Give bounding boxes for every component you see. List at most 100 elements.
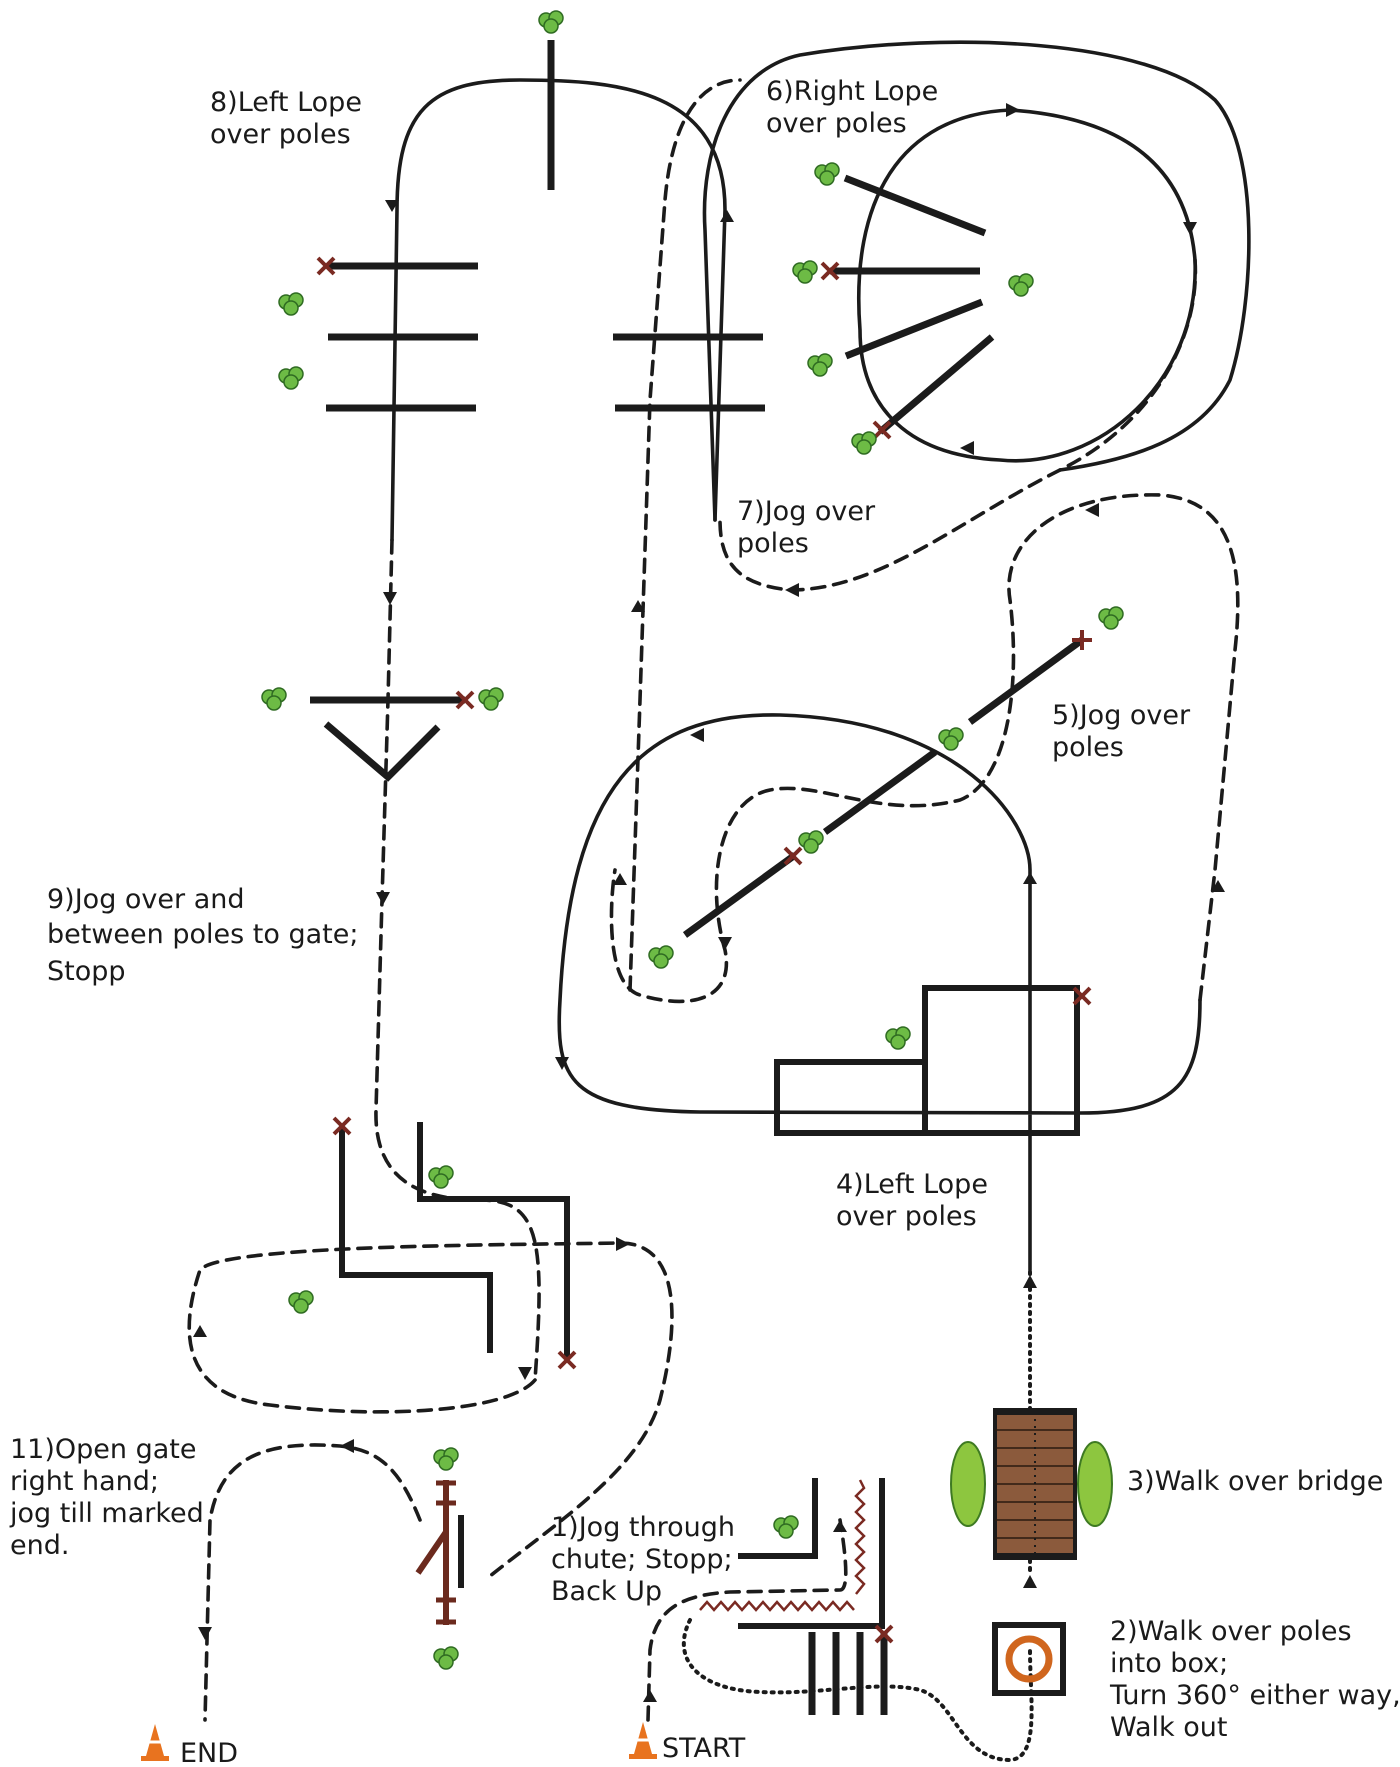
label-step11: 11)Open gate right hand; jog till marked… — [9, 1434, 212, 1561]
course-obstacles — [310, 40, 1113, 1715]
x-marker-icon — [872, 420, 892, 440]
arrow-left — [340, 1439, 354, 1453]
arrow-down — [718, 937, 732, 950]
arrow-down — [376, 892, 390, 905]
label-step9: 9)Jog over and between poles to gate; St… — [47, 884, 367, 987]
bush-icon — [814, 162, 840, 186]
bush-icon — [1008, 273, 1034, 297]
path-gate-loop — [187, 1241, 674, 1582]
chute-wall — [738, 1478, 818, 1559]
label-step1: 1)Jog through chute; Stopp; Back Up — [551, 1512, 744, 1607]
path-left-lope-mid — [557, 713, 1202, 1272]
bridge — [993, 1408, 1077, 1560]
arrow-up — [720, 210, 734, 222]
label-step5: 5)Jog over poles — [1052, 700, 1199, 763]
pole-end-markers — [316, 256, 1092, 1644]
arrow-up — [1023, 1275, 1037, 1288]
bush-icon — [278, 366, 304, 390]
label-step8: 8)Left Lope over poles — [210, 87, 371, 150]
bush-icon — [261, 687, 287, 711]
bush-icon — [428, 1165, 454, 1189]
path-jog-center — [628, 78, 742, 992]
label-start: START — [662, 1733, 746, 1764]
chute-wall — [339, 1128, 493, 1353]
path-right-lope-circle — [857, 108, 1197, 463]
arrow-down — [198, 1627, 212, 1640]
turn-box — [992, 1622, 1066, 1696]
arrow-down — [555, 1057, 569, 1070]
arrow-left — [690, 728, 704, 742]
arrow-up — [193, 1325, 207, 1337]
arrow-up — [833, 1520, 847, 1532]
bush-icon — [278, 292, 304, 316]
x-marker-icon — [455, 690, 475, 710]
course-labels: 8)Left Lope over poles 6)Right Lope over… — [9, 76, 1400, 1767]
box-small — [774, 1059, 928, 1136]
pole — [843, 174, 987, 237]
bush-icon — [792, 260, 818, 284]
arrow-down — [383, 592, 397, 605]
chute-wall — [417, 1122, 570, 1358]
arrow-up — [1211, 880, 1225, 892]
arrow-down — [518, 1367, 532, 1380]
label-step3: 3)Walk over bridge — [1127, 1466, 1383, 1497]
path-gate-exit — [203, 1443, 422, 1722]
bush-icon — [885, 1026, 911, 1050]
traffic-cone-icon — [146, 1724, 164, 1756]
pole — [822, 749, 938, 835]
bush-icon — [478, 687, 504, 711]
arrow-up — [1023, 1575, 1037, 1588]
gate — [415, 1480, 464, 1625]
turn-ring — [1005, 1635, 1053, 1683]
arrow-right — [1006, 103, 1020, 117]
label-end: END — [180, 1738, 238, 1767]
path-jog-right-loop — [609, 493, 1240, 1004]
bush-icon — [851, 431, 877, 455]
x-marker-icon — [1072, 630, 1092, 650]
arrow-left — [1085, 503, 1099, 517]
bushes — [261, 10, 1124, 1670]
bush-icon — [538, 10, 564, 34]
path-right-lope-outer — [702, 40, 1251, 522]
x-marker-icon — [874, 1624, 894, 1644]
arrow-left — [785, 583, 799, 597]
start-cone — [629, 1722, 657, 1759]
bush-icon — [433, 1646, 459, 1670]
bush-icon — [1098, 606, 1124, 630]
label-step7: 7)Jog over poles — [737, 496, 884, 559]
arrow-up — [613, 873, 627, 885]
x-marker-icon — [557, 1350, 577, 1370]
x-marker-icon — [1072, 986, 1092, 1006]
pole — [877, 334, 995, 435]
bush-icon — [807, 353, 833, 377]
chute-wall — [738, 1478, 885, 1629]
path-jog-to-gate — [374, 538, 541, 1382]
path-start-chute — [646, 1518, 848, 1722]
x-marker-icon — [820, 261, 840, 281]
arrow-right — [616, 1237, 630, 1251]
end-cone — [141, 1724, 169, 1761]
x-marker-icon — [316, 256, 336, 276]
arrow-up — [631, 600, 645, 612]
traffic-cone-icon — [634, 1722, 652, 1754]
zigzag-marker — [699, 1600, 855, 1612]
x-marker-icon — [332, 1116, 352, 1136]
arrow-left — [960, 441, 974, 455]
bush-icon — [433, 1447, 459, 1471]
arrow-up — [643, 1690, 657, 1702]
pole — [844, 298, 984, 360]
x-marker-icon — [783, 846, 803, 866]
bush-icon — [648, 945, 674, 969]
bush-icon — [773, 1515, 799, 1539]
v-poles — [323, 721, 441, 782]
bridge-bush-right — [1077, 1441, 1113, 1527]
path-walk-to-box — [681, 1618, 1034, 1762]
bush-icon — [938, 727, 964, 751]
arrow-up — [1023, 872, 1037, 884]
arrow-down — [385, 200, 399, 212]
label-step6: 6)Right Lope over poles — [766, 76, 947, 139]
zigzag-marker — [854, 1479, 866, 1595]
path-left-lope-top — [390, 78, 727, 542]
label-step2: 2)Walk over poles into box; Turn 360° ei… — [1109, 1616, 1400, 1743]
